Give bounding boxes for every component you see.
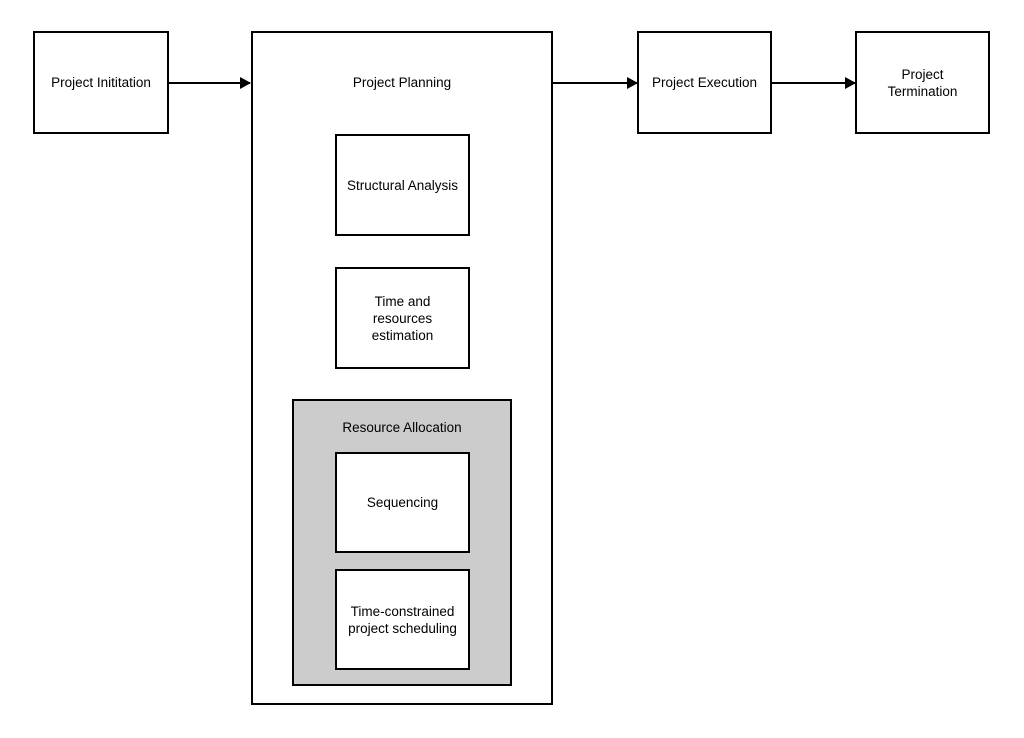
node-sequencing[interactable]: Sequencing (335, 452, 470, 553)
node-project-execution-label: Project Execution (651, 75, 758, 90)
node-project-initiation-label: Project Inititation (51, 75, 151, 90)
group-resource-allocation-label: Resource Allocation (342, 420, 462, 435)
node-time-constrained-project-scheduling[interactable]: Time-constrained project scheduling (335, 569, 470, 670)
node-structural-analysis[interactable]: Structural Analysis (335, 134, 470, 236)
arrow-initiation-to-planning (169, 82, 250, 84)
node-project-planning-label: Project Planning (352, 75, 452, 90)
arrow-planning-to-execution (553, 82, 637, 84)
node-time-and-resources-estimation[interactable]: Time and resources estimation (335, 267, 470, 369)
node-project-termination-label: Project Termination (887, 66, 958, 99)
node-sequencing-label: Sequencing (366, 495, 439, 510)
arrow-execution-to-termination (772, 82, 855, 84)
node-structural-analysis-label: Structural Analysis (346, 177, 459, 193)
node-project-execution[interactable]: Project Execution (637, 31, 772, 134)
node-time-and-resources-estimation-label: Time and resources estimation (371, 293, 434, 343)
node-project-termination[interactable]: Project Termination (855, 31, 990, 134)
node-project-initiation[interactable]: Project Inititation (33, 31, 169, 134)
node-time-constrained-project-scheduling-label: Time-constrained project scheduling (348, 603, 457, 636)
